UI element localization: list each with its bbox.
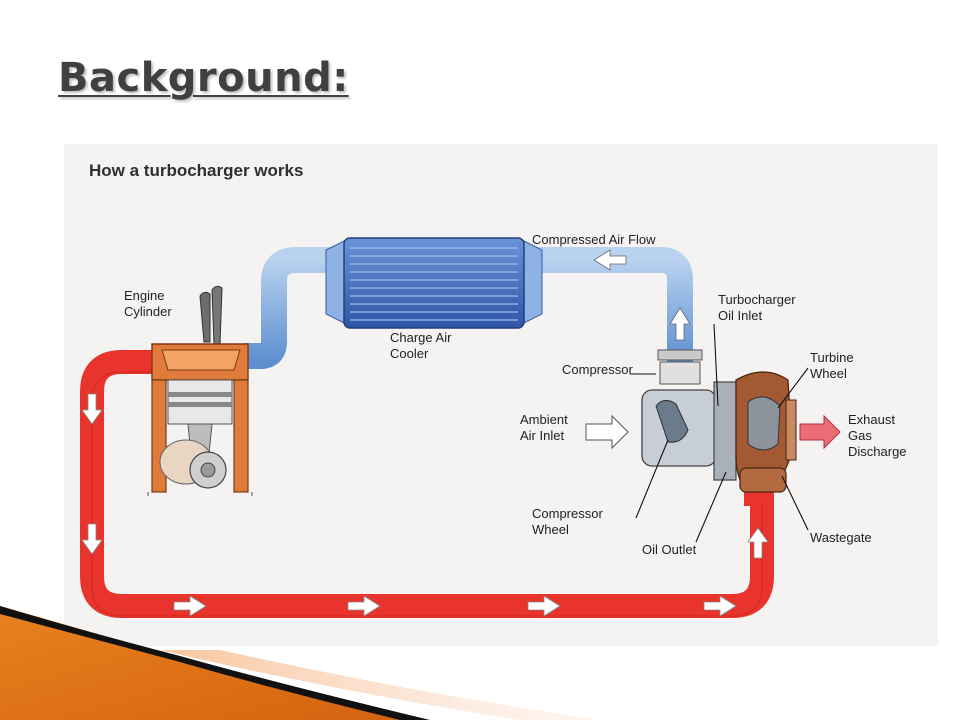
- charge-air-cooler: [325, 237, 543, 329]
- exhaust-flow-arrow: [81, 523, 103, 555]
- label-turbocharger-oil-inlet: Turbocharger Oil Inlet: [718, 292, 799, 323]
- engine-cylinder: [147, 285, 253, 496]
- exhaust-flow-arrow: [747, 527, 769, 559]
- label-leader-lines: [630, 323, 809, 543]
- compressed-air-arrow: [593, 249, 627, 271]
- exhaust-flow-arrow: [81, 393, 103, 425]
- turbocharger: [641, 349, 797, 493]
- exhaust-pipe: [80, 350, 774, 618]
- decorative-swoosh: [0, 606, 600, 720]
- ambient-air-arrow: [585, 414, 629, 450]
- label-ambient-air-inlet: Ambient Air Inlet: [520, 412, 571, 443]
- label-oil-outlet: Oil Outlet: [642, 542, 697, 557]
- label-charge-air-cooler: Charge Air Cooler: [390, 330, 455, 361]
- exhaust-flow-arrow: [703, 595, 737, 617]
- diagram-heading: How a turbocharger works: [89, 161, 303, 180]
- label-compressed-air-flow: Compressed Air Flow: [532, 232, 656, 247]
- slide-title: Background:: [58, 55, 349, 101]
- label-compressor-wheel: Compressor Wheel: [532, 506, 606, 537]
- exhaust-flow-arrow: [347, 595, 381, 617]
- label-compressor: Compressor: [562, 362, 633, 377]
- compressed-air-pipe: [244, 247, 693, 369]
- exhaust-flow-arrow: [173, 595, 207, 617]
- label-wastegate: Wastegate: [810, 530, 872, 545]
- label-turbine-wheel: Turbine Wheel: [810, 350, 857, 381]
- exhaust-discharge-arrow: [799, 414, 841, 450]
- compressed-air-arrow: [669, 307, 691, 341]
- turbocharger-diagram: How a turbocharger works: [64, 144, 938, 646]
- label-exhaust-gas-discharge: Exhaust Gas Discharge: [848, 412, 907, 459]
- label-engine-cylinder: Engine Cylinder: [124, 288, 172, 319]
- exhaust-flow-arrow: [527, 595, 561, 617]
